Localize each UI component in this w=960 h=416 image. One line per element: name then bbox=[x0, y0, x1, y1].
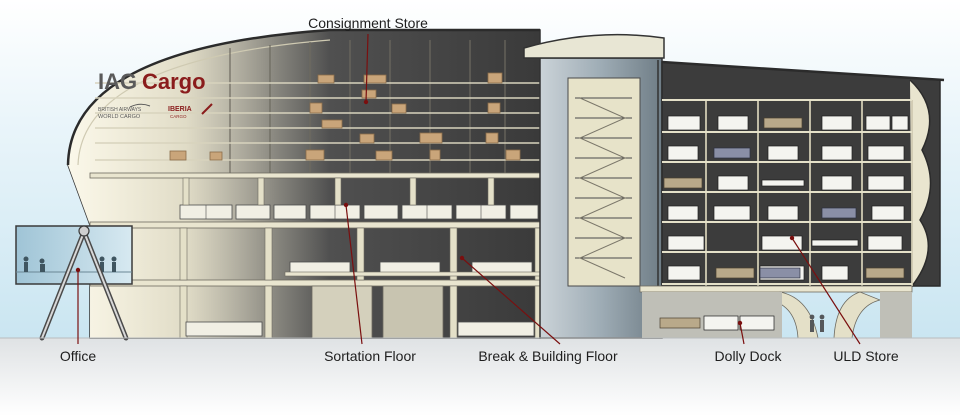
leader-uld bbox=[791, 237, 861, 345]
main-building bbox=[66, 28, 556, 339]
iberia-logo-line2: CARGO bbox=[170, 114, 187, 119]
office-block bbox=[15, 225, 133, 341]
ba-logo-line1: BRITISH AIRWAYS bbox=[98, 107, 142, 113]
uld-store-building bbox=[639, 60, 945, 339]
label-office: Office bbox=[60, 348, 97, 364]
stair-core bbox=[523, 33, 665, 339]
iberia-wing-icon bbox=[201, 103, 213, 115]
leader-break-building bbox=[461, 257, 561, 345]
ground bbox=[0, 338, 960, 416]
label-break-building-floor: Break & Building Floor bbox=[478, 348, 618, 364]
ba-speedmarque-icon bbox=[129, 103, 151, 108]
company-logo: IAG Cargo BRITISH AIRWAYS WORLD CARGO IB… bbox=[98, 69, 213, 120]
leader-sortation bbox=[345, 204, 363, 345]
logo-iag: IAG bbox=[98, 69, 137, 94]
leader-consignment bbox=[365, 33, 369, 103]
logo-cargo: Cargo bbox=[142, 69, 206, 94]
label-dolly-dock: Dolly Dock bbox=[715, 348, 783, 364]
iberia-logo-line1: IBERIA bbox=[168, 106, 192, 113]
ba-logo-line2: WORLD CARGO bbox=[98, 114, 141, 120]
leader-dolly bbox=[739, 322, 745, 345]
label-sortation-floor: Sortation Floor bbox=[324, 348, 416, 364]
label-uld-store: ULD Store bbox=[833, 348, 899, 364]
label-consignment-store: Consignment Store bbox=[308, 15, 428, 31]
leader-lines bbox=[77, 33, 861, 345]
leader-endpoints bbox=[75, 99, 795, 326]
